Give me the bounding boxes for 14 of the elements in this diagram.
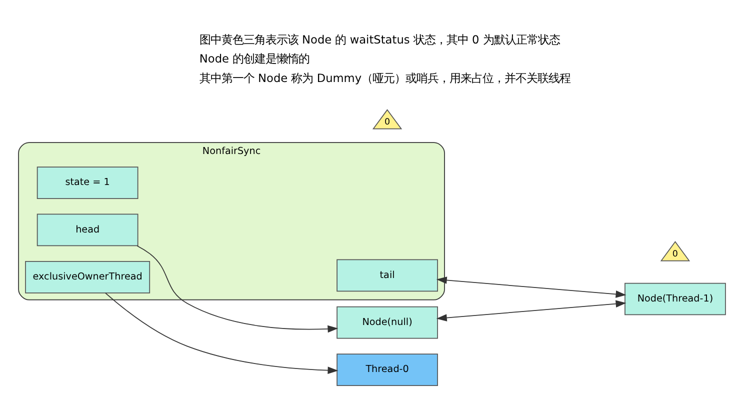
label: 图中黄色三角表示该 Node 的 waitStatus 状态，其中 0 为默认正常状态 (199, 32, 560, 46)
node-box: head (36, 213, 138, 246)
node-box: Node(null) (336, 306, 438, 338)
arrow (436, 276, 626, 298)
node-box: Node(Thread-1) (624, 282, 726, 315)
label: Node 的创建是懒惰的 (199, 51, 310, 66)
arrow (105, 292, 338, 374)
node-box: state = 1 (36, 166, 138, 198)
node-box: Thread-0 (336, 353, 438, 386)
node-box: tail (336, 258, 438, 292)
arrow (136, 244, 338, 332)
node-box: exclusiveOwnerThread (25, 260, 150, 293)
label: 其中第一个 Node 称为 Dummy（哑元）或哨兵，用来占位，并不关联线程 (199, 70, 571, 84)
arrow (436, 300, 626, 321)
